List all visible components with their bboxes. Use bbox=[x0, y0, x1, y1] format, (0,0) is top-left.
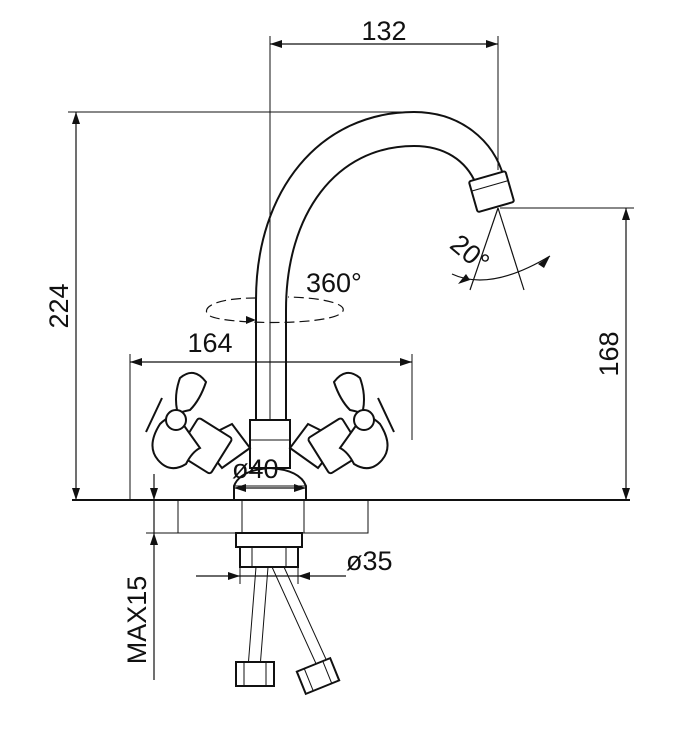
aerator-swivel-label: 20° bbox=[444, 228, 495, 277]
spout bbox=[255, 110, 515, 420]
total-height-label: 224 bbox=[44, 283, 74, 328]
swivel-angle-indicator bbox=[451, 207, 551, 291]
flexible-hoses bbox=[235, 566, 341, 696]
left-valve-handle bbox=[145, 371, 252, 475]
dimension-lines bbox=[68, 36, 634, 680]
base-diameter-label: ø40 bbox=[232, 454, 279, 484]
max-thickness-label: MAX15 bbox=[122, 576, 152, 665]
spout-rotation-label: 360° bbox=[306, 268, 362, 298]
rotation-indicator bbox=[205, 296, 344, 324]
handle-span-label: 164 bbox=[187, 328, 232, 358]
mounting-nut bbox=[235, 532, 303, 568]
right-valve-handle bbox=[288, 371, 395, 475]
spout-height-label: 168 bbox=[594, 331, 624, 376]
mount-diameter-label: ø35 bbox=[346, 546, 393, 576]
spout-reach-label: 132 bbox=[361, 16, 406, 46]
countertop-section bbox=[72, 499, 630, 534]
